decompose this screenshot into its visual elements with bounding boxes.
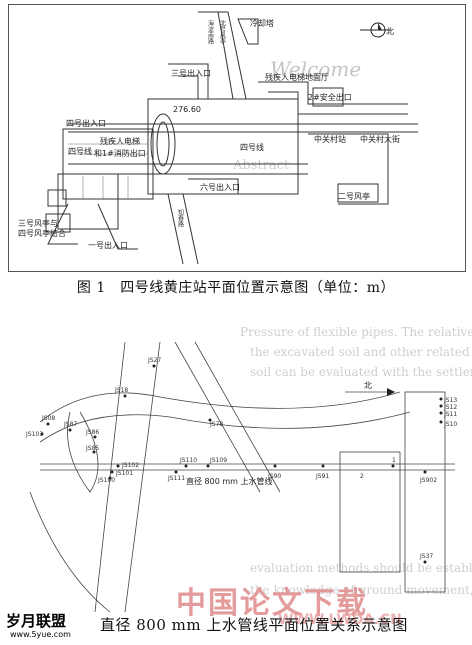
pt-js110: JS110 xyxy=(179,457,197,464)
exit-3-label: 三号出入口 xyxy=(171,68,211,78)
pipeline-plan-figure: Pressure of flexible pipes. The relative… xyxy=(25,325,472,613)
pt-n2: 2 xyxy=(360,473,364,480)
pt-js90: JS90 xyxy=(267,473,281,480)
site-logo: 岁月联盟 xyxy=(6,612,67,630)
bg-line-a: Pressure of flexible pipes. The relative… xyxy=(240,325,472,339)
elevation-label: 276.60 xyxy=(173,105,201,114)
bg-line-c: soil can be evaluated with the settlemen… xyxy=(250,365,472,379)
north-arrow-icon xyxy=(387,388,395,396)
accessible-elevator-label: 残疾人电梯 xyxy=(100,136,140,146)
accessible-hall-label: 残疾人电梯地面厅 xyxy=(265,72,329,82)
exit-6-label: 六号出入口 xyxy=(200,182,240,192)
north-label-2: 北 xyxy=(364,381,372,390)
north-wind-pavilion-label: 北号风亭 xyxy=(219,19,226,44)
pt-js100: JS100 xyxy=(97,477,115,484)
wind-2-label: 二号风亭 xyxy=(338,191,370,201)
line4-left-label: 四号线 xyxy=(68,146,92,156)
zhongguancun-street-label: 中关村大街 xyxy=(360,134,400,144)
watermark-url: WWW.LWDA.CN xyxy=(278,612,402,628)
pt-js87: JS87 xyxy=(63,421,77,428)
exit-4-label: 四号出入口 xyxy=(66,118,106,128)
bg-abstract: Abstract xyxy=(232,158,290,173)
zhichun-road-label: 知春路 xyxy=(177,208,184,228)
pt-js109: JS109 xyxy=(209,457,227,464)
site-logo-url: www.5yue.com xyxy=(10,630,71,639)
wind-4-combined-label: 四号风亭结合 xyxy=(18,228,66,238)
pt-js85: JS85 xyxy=(85,445,99,452)
haidian-road-label: 海淀南路 xyxy=(207,19,214,45)
pt-js12: JS12 xyxy=(443,404,457,411)
pt-js18: JS18 xyxy=(114,387,128,394)
north-arrow-icon xyxy=(360,22,390,38)
exit-1-label: 一号出入口 xyxy=(88,240,128,250)
pt-js102: JS102 xyxy=(121,462,139,469)
safety-exit-label: 2#安全出口 xyxy=(308,92,352,102)
bg-welcome: Welcome xyxy=(270,57,361,81)
bg-line-b: the excavated soil and other related fac… xyxy=(250,345,472,359)
pipe-label: 直径 800 mm 上水管线 xyxy=(186,476,272,486)
bg-line-d: evaluation methods should be established… xyxy=(250,561,472,575)
pt-js86: JS86 xyxy=(85,429,99,436)
bg-line-e: the knowledge of ground movement, in ord… xyxy=(250,583,472,597)
pt-js08: JS08 xyxy=(41,415,55,422)
pt-js91: JS91 xyxy=(315,473,329,480)
north-label: 北 xyxy=(386,27,394,36)
station-plan-figure: Welcome Abstract xyxy=(8,4,466,272)
pt-js27: JS27 xyxy=(147,357,161,364)
figure2-caption: 直径 800 mm 上水管线平面位置关系示意图 xyxy=(100,616,408,634)
pt-js11: JS11 xyxy=(443,411,457,418)
pt-js13: JS13 xyxy=(443,397,457,404)
pt-js902: JS902 xyxy=(419,477,437,484)
pt-js37: JS37 xyxy=(419,553,433,560)
line4-right-label: 四号线 xyxy=(240,142,264,152)
figure1-caption: 图 1 四号线黄庄站平面位置示意图（单位：m） xyxy=(76,280,396,296)
watermark-text: 中国论文下载 xyxy=(176,586,368,621)
pt-js111: JS111 xyxy=(167,475,185,482)
pt-js10: JS10 xyxy=(443,421,457,428)
pt-js103: JS103 xyxy=(25,431,43,438)
zhongguancun-station-label: 中关村站 xyxy=(314,134,346,144)
cooling-tower-label: 冷却塔 xyxy=(250,18,274,28)
wind-3-4-label: 三号风亭与 xyxy=(18,218,58,228)
fire-exit-label: 和1#消防出口 xyxy=(94,148,146,158)
figure-frame xyxy=(8,4,466,272)
pt-n1: 1 xyxy=(392,457,396,464)
pt-js101: JS101 xyxy=(115,470,133,477)
pt-js78: JS78 xyxy=(209,421,223,428)
